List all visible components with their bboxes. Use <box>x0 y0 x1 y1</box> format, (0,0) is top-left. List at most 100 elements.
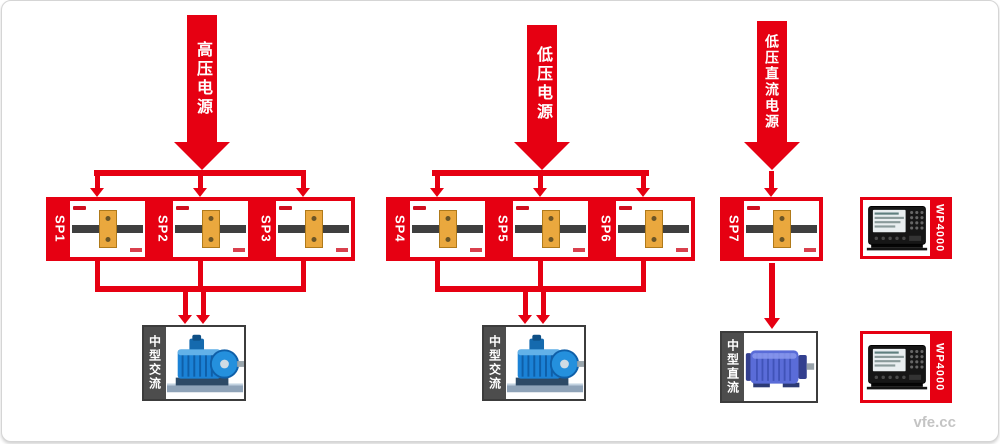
sp-unit-5: SP5 <box>489 197 592 261</box>
arrow-head-icon <box>764 188 778 197</box>
sp-unit-7-label: SP7 <box>726 215 742 243</box>
sp-transducer-image <box>410 201 485 257</box>
banner-high-voltage-arrow-icon <box>174 142 230 170</box>
label-mark <box>470 248 482 252</box>
arrow-head-icon <box>193 188 207 197</box>
terminal-hole <box>311 237 316 242</box>
sp-unit-5-labelstrip: SP5 <box>493 201 513 257</box>
sp-unit-5-label: SP5 <box>495 215 511 243</box>
brand-mark <box>516 206 529 210</box>
arrow-head-icon <box>636 188 650 197</box>
motor-1-labelstrip: 中型交流 <box>144 327 166 399</box>
arrow-stem <box>769 171 774 188</box>
transducer-block-graphic <box>541 210 560 248</box>
motor-3-labelstrip: 中型直流 <box>722 333 744 401</box>
ac-motor-image <box>166 327 244 399</box>
terminal-hole <box>105 237 110 242</box>
wp4000-2-labelstrip: WP4000 <box>930 334 949 400</box>
wp4000-2-label: WP4000 <box>933 342 946 392</box>
banner-low-voltage-dc: 低压直流电源 <box>757 21 787 143</box>
arrow-stem <box>523 291 528 316</box>
arrow-head-icon <box>196 315 210 324</box>
motor-2-labelstrip: 中型交流 <box>484 327 506 399</box>
motor-unit-ac-1: 中型交流 <box>142 325 246 401</box>
watermark: vfe.cc <box>913 414 956 431</box>
motor-unit-ac-2: 中型交流 <box>482 325 586 401</box>
label-mark <box>573 248 585 252</box>
terminal-hole <box>548 216 553 221</box>
arrow-head-icon <box>518 315 532 324</box>
sp-unit-6: SP6 <box>592 197 695 261</box>
arrow-stem <box>183 291 188 316</box>
arrow-stem <box>95 176 100 189</box>
transducer-block-graphic <box>98 210 117 248</box>
brand-mark <box>747 206 760 210</box>
ac-motor-icon <box>506 334 584 393</box>
sp-unit-1-label: SP1 <box>52 215 68 243</box>
brand-mark <box>413 206 426 210</box>
label-mark <box>233 248 245 252</box>
power-analyzer-icon <box>866 206 927 251</box>
brand-mark <box>73 206 86 210</box>
wp4000-analyzer-1: WP4000 <box>860 197 952 259</box>
ac-motor-icon <box>166 334 244 393</box>
banner-low-voltage: 低压电源 <box>527 25 557 143</box>
transducer-block-graphic <box>772 210 791 248</box>
sp-transducer-image <box>744 201 819 257</box>
terminal-hole <box>208 237 213 242</box>
wp4000-analyzer-image <box>863 200 930 256</box>
connector-bus <box>435 286 646 292</box>
motor-unit-dc: 中型直流 <box>720 331 818 403</box>
wp4000-analyzer-image <box>863 334 930 400</box>
wp4000-analyzer-2: WP4000 <box>860 331 952 403</box>
dc-motor-icon <box>745 350 815 388</box>
sp-unit-4-labelstrip: SP4 <box>390 201 410 257</box>
arrow-head-icon <box>430 188 444 197</box>
sp-unit-1: SP1 <box>46 197 149 261</box>
terminal-hole <box>548 237 553 242</box>
sp-unit-7: SP7 <box>720 197 823 261</box>
label-mark <box>676 248 688 252</box>
terminal-hole <box>105 216 110 221</box>
connector-stub <box>198 261 203 288</box>
transducer-block-graphic <box>304 210 323 248</box>
arrow-head-icon <box>533 188 547 197</box>
transducer-block-graphic <box>644 210 663 248</box>
wp4000-1-labelstrip: WP4000 <box>930 200 949 256</box>
terminal-hole <box>651 237 656 242</box>
arrow-stem <box>538 176 543 189</box>
terminal-hole <box>779 216 784 221</box>
motor-3-label: 中型直流 <box>725 339 740 395</box>
ac-motor-image <box>506 327 584 399</box>
terminal-hole <box>651 216 656 221</box>
motor-1-label: 中型交流 <box>147 335 162 391</box>
connector-stub <box>301 261 306 288</box>
brand-mark <box>176 206 189 210</box>
label-mark <box>130 248 142 252</box>
label-mark <box>804 248 816 252</box>
connector-stub <box>538 261 543 288</box>
dc-motor-image <box>744 333 816 401</box>
sp-transducer-image <box>616 201 691 257</box>
terminal-hole <box>208 216 213 221</box>
sp-unit-2-labelstrip: SP2 <box>153 201 173 257</box>
arrow-stem <box>541 291 546 316</box>
arrow-head-icon <box>178 315 192 324</box>
arrow-head-icon <box>90 188 104 197</box>
banner-high-voltage: 高压电源 <box>187 15 217 143</box>
arrow-stem <box>201 291 206 316</box>
sp-unit-7-labelstrip: SP7 <box>724 201 744 257</box>
connector-stub <box>95 261 100 288</box>
sp-transducer-image <box>276 201 351 257</box>
connector-stub <box>435 261 440 288</box>
banner-low-voltage-dc-label: 低压直流电源 <box>764 34 780 130</box>
sp-unit-4-label: SP4 <box>392 215 408 243</box>
terminal-hole <box>445 216 450 221</box>
arrow-head-icon <box>296 188 310 197</box>
label-mark <box>336 248 348 252</box>
sp-transducer-image <box>513 201 588 257</box>
terminal-hole <box>779 237 784 242</box>
connector-bus <box>95 286 306 292</box>
wp4000-1-label: WP4000 <box>933 203 946 253</box>
